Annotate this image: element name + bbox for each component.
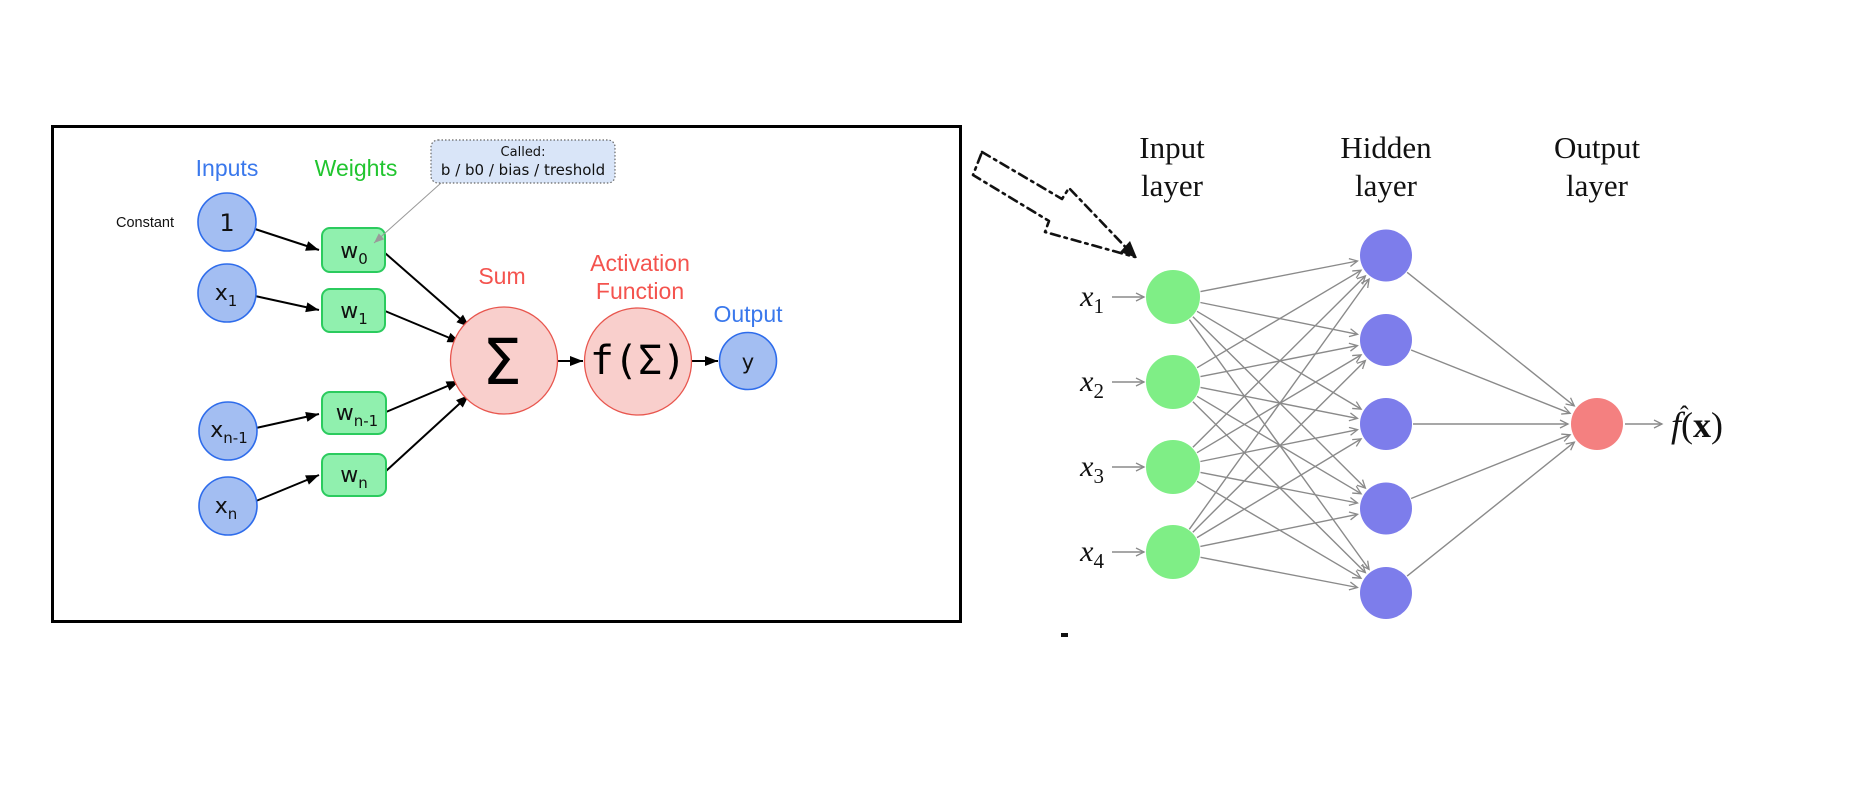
net-output-label: f(x) [1671, 405, 1723, 445]
stray-dash [1061, 633, 1068, 637]
arrow-wn-to-sum [385, 394, 470, 472]
weight-box-wn1 [321, 391, 387, 435]
net-connection-arrow [1196, 439, 1361, 539]
net-output-label-hat: ˆ [1680, 401, 1689, 430]
constant-label: Constant [116, 215, 174, 231]
weight-box-w1-label: w1 [340, 299, 368, 328]
input-node-x1-label: x1 [215, 281, 238, 310]
net-output-node [1571, 398, 1623, 450]
arrow-x1-to-w1 [254, 295, 320, 313]
hidden-layer-title-line1: Hidden [1340, 130, 1432, 165]
bias-tooltip: Called: b / b0 / bias / treshold [373, 139, 616, 244]
hidden-layer-title-line2: layer [1355, 168, 1418, 203]
net-hidden-node-5 [1360, 567, 1412, 619]
net-input-label-x3: x3 [1079, 450, 1104, 488]
input-node-constant-label: 1 [219, 209, 234, 237]
inputs-label: Inputs [196, 155, 259, 181]
net-connection-arrow [1196, 270, 1361, 369]
input-node-constant [197, 192, 257, 252]
arrow-xn-to-wn [255, 474, 320, 502]
input-node-xn [198, 476, 258, 536]
tooltip-box [430, 139, 616, 184]
output-label: Output [713, 301, 783, 327]
sketch-arrow [971, 150, 1137, 259]
network-connections [1188, 261, 1574, 588]
sum-label: Sum [478, 263, 525, 289]
net-connection-arrow [1410, 435, 1570, 500]
net-hidden-node-1 [1360, 229, 1412, 282]
activation-node [583, 307, 693, 416]
weights-label: Weights [315, 155, 398, 181]
net-connection-arrow [1406, 442, 1574, 577]
arrow-w1-to-sum [384, 310, 461, 344]
net-input-node-3 [1146, 440, 1200, 494]
sum-node [449, 306, 559, 415]
weight-box-wn-label: wn [340, 463, 368, 492]
net-connection-arrow [1200, 556, 1358, 587]
tooltip-pointer-line [373, 182, 442, 244]
perceptron-diagram: Inputs Weights Constant Sum Activation F… [51, 125, 962, 623]
net-connection-arrow [1200, 261, 1358, 293]
activation-label-line1: Activation [590, 250, 690, 276]
weight-box-w0-label: w0 [340, 239, 368, 268]
sum-node-symbol: Σ [482, 326, 522, 399]
net-input-node-4 [1146, 525, 1200, 579]
net-connection-arrow [1192, 276, 1366, 448]
network-input-nodes [1146, 270, 1200, 579]
activation-node-symbol: f(Σ) [590, 338, 686, 384]
net-connection-arrow [1192, 361, 1366, 533]
weight-box-wn1-label: wn-1 [336, 401, 378, 430]
sketch-arrow-outline [971, 150, 1137, 259]
net-input-node-2 [1146, 355, 1200, 409]
input-node-xn-label: xn [215, 494, 238, 523]
net-hidden-node-4 [1360, 482, 1412, 535]
weight-box-w1 [321, 288, 386, 333]
net-connection-arrow [1410, 349, 1570, 413]
tooltip-title: Called: [501, 145, 546, 160]
tooltip-text: b / b0 / bias / treshold [441, 161, 605, 179]
net-hidden-node-2 [1360, 314, 1412, 366]
arrow-const-to-w0 [254, 228, 320, 251]
net-connection-arrow [1200, 386, 1358, 418]
input-layer-title-line2: layer [1141, 168, 1204, 203]
net-connection-arrow [1406, 271, 1574, 406]
arrow-w0-to-sum [384, 252, 471, 328]
arrow-wn1-to-sum [385, 380, 460, 413]
net-input-label-x4: x4 [1079, 535, 1104, 573]
net-connection-arrow [1196, 310, 1361, 409]
net-connection-arrow [1188, 279, 1369, 530]
perceptron-arrows [254, 228, 718, 502]
net-input-label-x1: x1 [1079, 280, 1104, 318]
net-hidden-node-3 [1360, 398, 1412, 450]
network-hidden-nodes [1360, 229, 1412, 619]
output-node-y [718, 331, 778, 391]
weight-box-w0 [321, 227, 386, 273]
network-input-labels: x1 x2 x3 x4 [1079, 280, 1144, 573]
network-diagram: Input layer Hidden layer Output layer x1… [971, 130, 1723, 637]
arrow-xn1-to-wn1 [255, 411, 320, 429]
output-node-y-label: y [742, 350, 754, 374]
output-layer-title-line1: Output [1554, 130, 1641, 165]
perceptron-weight-boxes: w0 w1 wn-1 wn [321, 227, 387, 497]
sketch-arrow-tip [1120, 241, 1137, 258]
perceptron-input-nodes: 1 x1 xn-1 xn [197, 192, 258, 536]
weight-box-wn [321, 453, 387, 497]
net-input-label-x2: x2 [1079, 365, 1104, 403]
activation-label-line2: Function [596, 278, 684, 304]
net-connection-arrow [1200, 514, 1357, 548]
output-layer-title-line2: layer [1566, 168, 1629, 203]
input-layer-title-line1: Input [1139, 130, 1205, 165]
input-node-xn1-label: xn-1 [210, 418, 248, 447]
input-node-x1 [197, 263, 257, 323]
net-input-node-1 [1146, 270, 1200, 324]
input-node-xn1 [198, 401, 258, 461]
